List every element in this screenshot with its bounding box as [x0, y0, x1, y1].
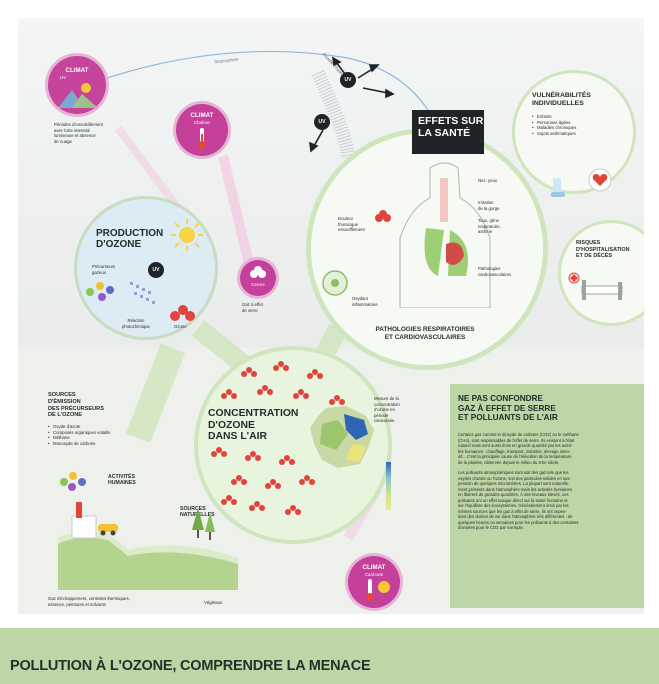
map-legend [386, 462, 391, 510]
france-map [310, 406, 374, 468]
exhaust-caption: Gaz d'échappement, centrales thermiques,… [48, 596, 130, 607]
sun-icon [171, 219, 203, 251]
greenhouse-ozone-badge: Ozone [240, 260, 276, 296]
heart-monitor-icon [588, 168, 612, 192]
ozone-molecule-icon [170, 305, 195, 321]
uv-icon-mid: UV [314, 114, 330, 130]
climat-uv-badge: CLIMAT UV [48, 56, 106, 114]
title-banner: POLLUTION À L'OZONE, COMPRENDRE LA MENAC… [0, 628, 659, 684]
sources-list: Oxyde d'azoteComposés organiques volatil… [48, 424, 110, 446]
body-diagram [399, 162, 491, 308]
source-molecules-icon [60, 472, 86, 491]
panel-paragraph-2: Les polluants atmosphériques sont soit d… [458, 470, 579, 530]
uv-icon-top: UV [340, 72, 356, 88]
climat-canicule-badge: CLIMAT Canicule [348, 556, 400, 608]
sun-mountain-icon [58, 83, 98, 108]
uv-rays [130, 282, 155, 304]
landscape-illustration [58, 502, 238, 590]
ozone-inhaled-icon [375, 210, 391, 222]
thermometer-sun-icon [366, 579, 390, 601]
inhaler-icon [551, 178, 565, 197]
banner-title: POLLUTION À L'OZONE, COMPRENDRE LA MENAC… [10, 658, 371, 674]
hospital-bed-icon [568, 272, 623, 300]
cell-icon [322, 270, 348, 296]
thermometer-icon [198, 128, 206, 149]
vegetation-caption: Végétaux [204, 600, 223, 605]
ozone-particles [211, 361, 345, 515]
health-title-box [412, 110, 484, 154]
climat-chaleur-badge: CLIMAT Chaleur [176, 104, 228, 156]
panel-paragraph-1: Certains gaz comme le dioxyde de carbone… [458, 432, 579, 465]
vulnerable-list: EnfantsPersonnes âgéesMaladies chronique… [532, 114, 576, 136]
molecules-icon [86, 282, 114, 301]
infographic: Stratosphère Couche d'ozone UV UV CLIMAT… [18, 18, 644, 614]
label-nose: Nez, yeux [478, 178, 498, 183]
ozone-label: Ozone [174, 324, 187, 329]
uv-icon-production: UV [148, 262, 164, 278]
